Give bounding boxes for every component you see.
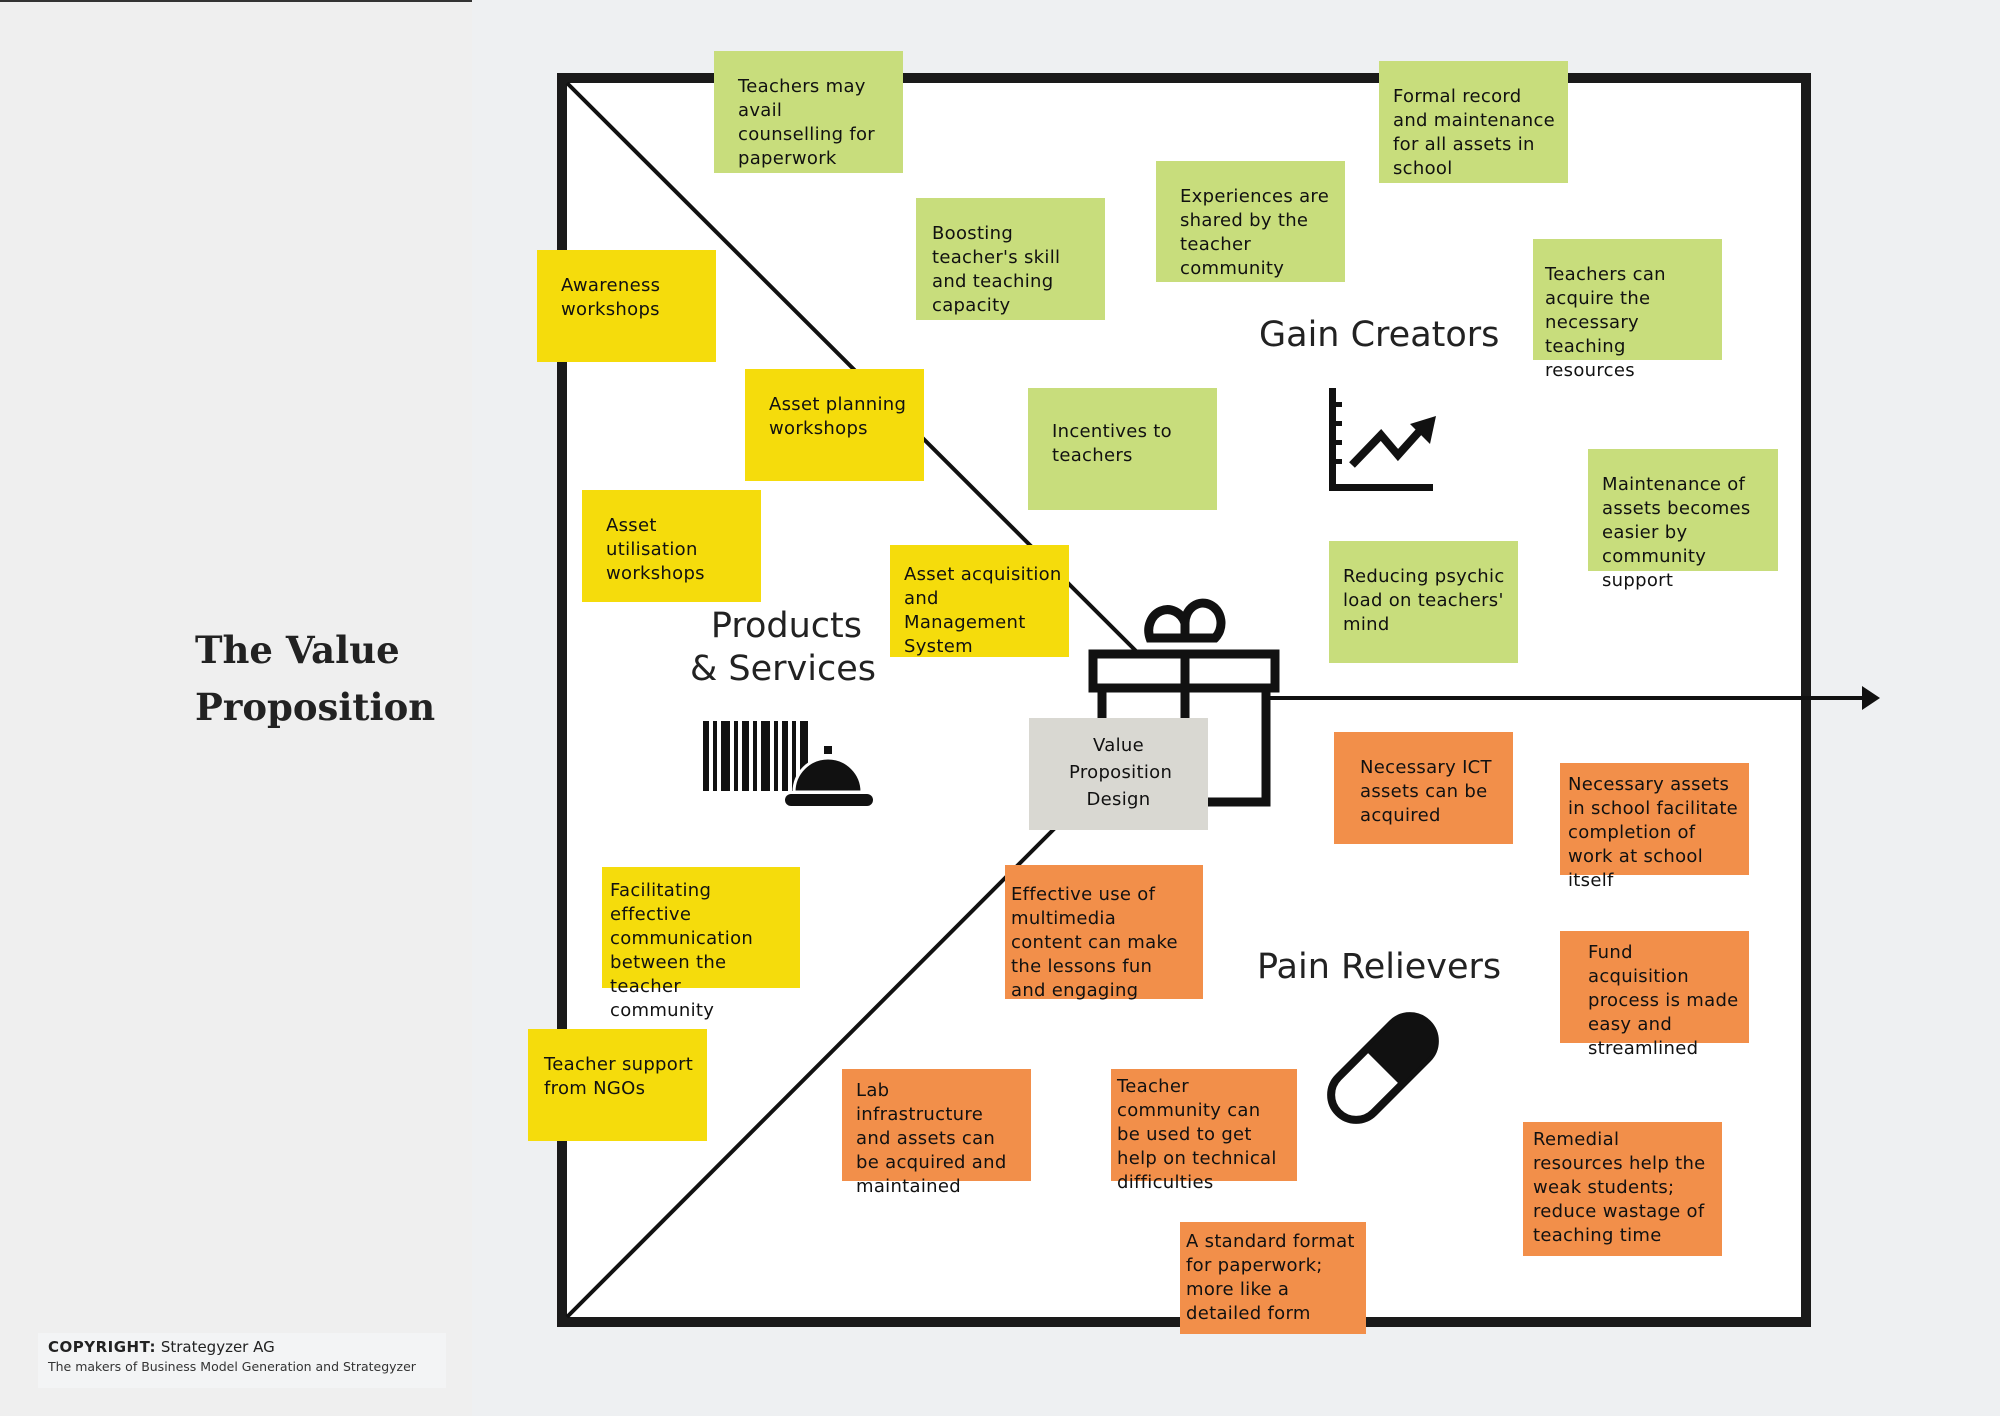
gift-icon — [1088, 598, 1280, 807]
gain-note[interactable]: Formal record and maintenance for all as… — [1379, 61, 1568, 183]
gain-note[interactable]: Reducing psychic load on teachers' mind — [1329, 541, 1518, 663]
arrow-head-icon — [1862, 686, 1880, 710]
pain-note[interactable]: A standard format for paperwork; more li… — [1180, 1222, 1366, 1334]
gain-note[interactable]: Experiences are shared by the teacher co… — [1156, 161, 1345, 282]
pill-icon — [1327, 1012, 1439, 1124]
pain-note[interactable]: Remedial resources help the weak student… — [1523, 1122, 1722, 1256]
diagonal-bottom — [565, 826, 1057, 1319]
product-note[interactable]: Facilitating effective communication bet… — [602, 867, 800, 1021]
gain-creators-label: Gain Creators — [1259, 315, 1500, 355]
copyright-owner: Strategyzer AG — [160, 1338, 275, 1356]
product-note[interactable]: Awareness workshops — [537, 250, 716, 362]
pain-note[interactable]: Necessary ICT assets can be acquired — [1334, 732, 1513, 844]
pain-note[interactable]: Lab infrastructure and assets can be acq… — [842, 1069, 1031, 1197]
barcode-icon — [703, 721, 808, 791]
gain-note[interactable]: Maintenance of assets becomes easier by … — [1588, 449, 1778, 591]
page-title: The Value Proposition — [195, 628, 436, 729]
left-panel: The Value Proposition — [0, 0, 472, 1416]
pain-note[interactable]: Necessary assets in school facilitate co… — [1560, 763, 1749, 891]
pain-relievers-label: Pain Relievers — [1257, 947, 1502, 987]
products-label-line2: & Services — [690, 649, 877, 689]
gain-note[interactable]: Boosting teacher's skill and teaching ca… — [916, 198, 1105, 320]
value-proposition-design-note[interactable]: Value Proposition Design — [1029, 718, 1208, 830]
product-note[interactable]: Asset utilisation workshops — [582, 490, 761, 602]
product-note[interactable]: Asset acquisition and Management System — [890, 545, 1069, 657]
products-label-line1: Products — [710, 606, 862, 646]
copyright-tagline: The makers of Business Model Generation … — [48, 1359, 416, 1374]
pain-note[interactable]: Fund acquisition process is made easy an… — [1560, 931, 1749, 1059]
product-note[interactable]: Asset planning workshops — [745, 369, 924, 481]
gain-note[interactable]: Incentives to teachers — [1028, 388, 1217, 510]
pain-note[interactable]: Effective use of multimedia content can … — [1005, 865, 1203, 1001]
product-note[interactable]: Teacher support from NGOs — [528, 1029, 707, 1141]
growth-chart-icon — [1329, 388, 1436, 491]
products-services-label: Products & Services — [690, 605, 877, 691]
gain-note[interactable]: Teachers may avail counselling for paper… — [714, 51, 903, 173]
pain-note[interactable]: Teacher community can be used to get hel… — [1111, 1069, 1297, 1193]
service-bell-icon — [785, 746, 873, 806]
copyright-box: COPYRIGHT: Strategyzer AG The makers of … — [38, 1333, 446, 1388]
copyright-label: COPYRIGHT: — [48, 1338, 157, 1356]
gain-note[interactable]: Teachers can acquire the necessary teach… — [1533, 239, 1722, 381]
